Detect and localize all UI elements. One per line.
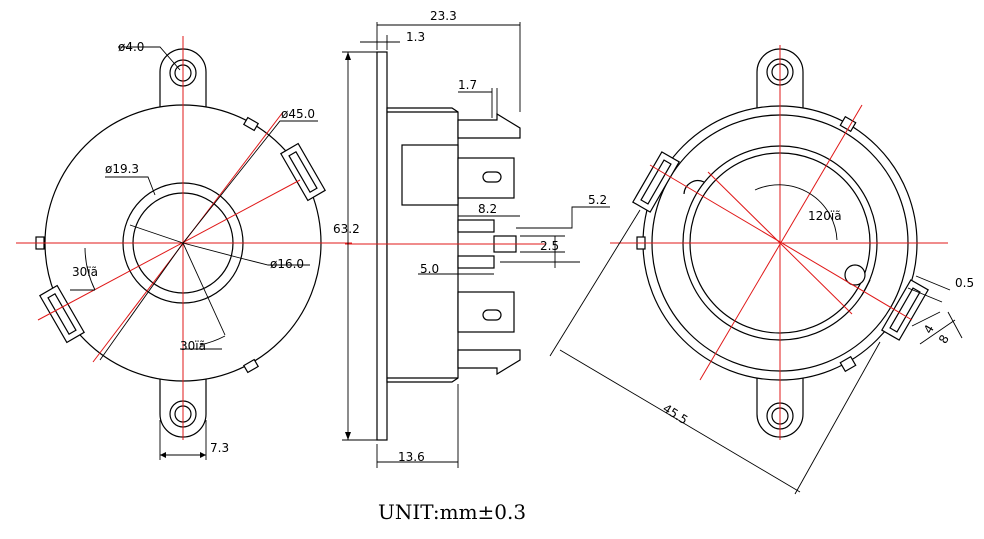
dim-pin-length-50: 5.0 [420,262,439,276]
unit-label: UNIT:mm±0.3 [378,500,526,524]
dim-pin-offset: 5.2 [588,193,607,207]
middle-side-view [342,22,610,468]
right-back-view [549,45,963,495]
dim-inner-dia: ø19.3 [105,162,139,176]
dim-angle-right: 120ïã [808,209,842,223]
dim-body-depth: 13.6 [398,450,425,464]
dim-angle-left: 30ïã [72,265,98,279]
dim-overall-height: 63.2 [333,222,360,236]
dim-angle-bottom: 30ïã [180,339,206,353]
left-front-view [16,36,352,460]
dim-port-dia: ø16.0 [270,257,304,271]
dim-tab-width: 7.3 [210,441,229,455]
dim-pin-pitch: 2.5 [540,239,559,253]
dim-gap: 0.5 [955,276,974,290]
dim-pin-thickness: 1.7 [458,78,477,92]
dim-hole-dia: ø4.0 [118,40,144,54]
dim-overall-width: 23.3 [430,9,457,23]
dim-pin-length-82: 8.2 [478,202,497,216]
flange [376,51,388,441]
dim-flange-thickness: 1.3 [406,30,425,44]
dim-tab-8: 8 [936,332,952,346]
dim-diagonal: 45.5 [660,401,690,427]
dim-outer-dia: ø45.0 [281,107,315,121]
